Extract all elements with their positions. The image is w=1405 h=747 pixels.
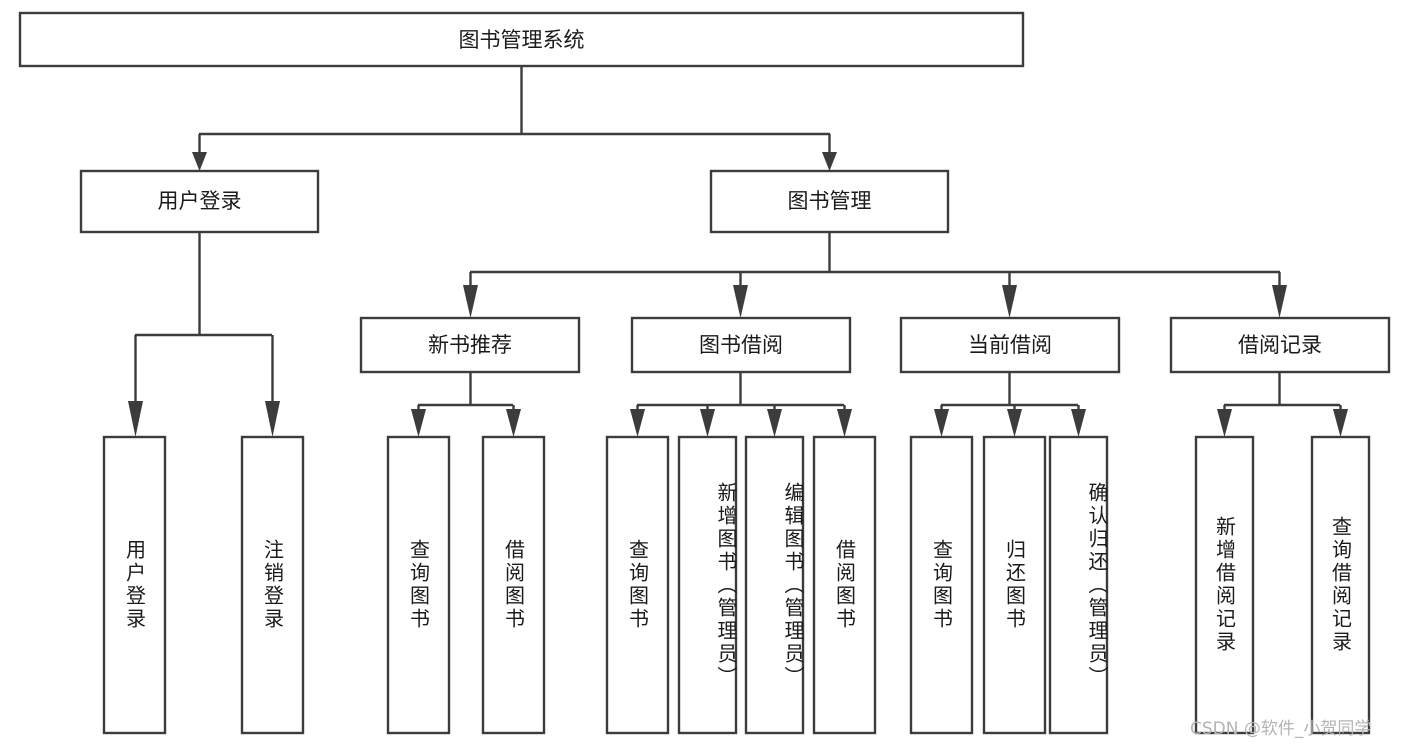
- node-new-book-recommend-label: 新书推荐: [428, 333, 512, 357]
- arrow-to-leaf-borrow-book: [837, 409, 852, 437]
- leaf-query-book-rec-box[interactable]: [386, 435, 451, 735]
- arrow-to-leaf-return-book: [1007, 409, 1022, 437]
- arrow-to-leaf-query-borrow-record: [1333, 409, 1348, 437]
- node-root-label: 图书管理系统: [459, 28, 585, 52]
- node-borrow-record-label: 借阅记录: [1238, 333, 1322, 357]
- leaf-query-borrow-record-box[interactable]: [1310, 435, 1371, 735]
- node-current-borrow[interactable]: 当前借阅: [899, 316, 1121, 374]
- node-user-login[interactable]: 用户登录: [79, 169, 320, 234]
- connector-layer: [128, 66, 1348, 437]
- node-borrow-record[interactable]: 借阅记录: [1169, 316, 1391, 374]
- node-book-borrow-label: 图书借阅: [699, 333, 783, 357]
- arrow-to-leaf-add-borrow-record: [1217, 409, 1232, 437]
- arrow-to-book-borrow: [733, 285, 748, 318]
- arrow-to-book-management: [822, 152, 837, 171]
- leaf-add-book-admin-box[interactable]: [677, 435, 738, 735]
- arrow-to-leaf-borrow-book-rec: [506, 409, 521, 437]
- arrow-to-leaf-query-book-borrow: [630, 409, 645, 437]
- leaf-return-book-box[interactable]: [982, 435, 1047, 735]
- node-book-management-label: 图书管理: [788, 189, 872, 213]
- arrow-to-user-login: [192, 152, 207, 171]
- leaf-edit-book-admin-box[interactable]: [744, 435, 805, 735]
- leaf-query-book-borrow-box[interactable]: [605, 435, 670, 735]
- node-book-management-box[interactable]: [709, 169, 950, 234]
- node-user-login-label: 用户登录: [158, 189, 242, 213]
- node-root[interactable]: 图书管理系统: [18, 11, 1025, 68]
- node-borrow-record-box[interactable]: [1169, 316, 1391, 374]
- node-book-borrow[interactable]: 图书借阅: [630, 316, 852, 374]
- leaf-query-book-current-box[interactable]: [909, 435, 974, 735]
- arrow-to-leaf-query-book-current: [934, 409, 949, 437]
- arrow-to-current-borrow: [1002, 285, 1017, 318]
- arrow-to-leaf-user-login: [128, 401, 143, 437]
- leaf-add-borrow-record-box[interactable]: [1194, 435, 1255, 735]
- node-current-borrow-label: 当前借阅: [968, 333, 1052, 357]
- leaf-confirm-return-admin-box[interactable]: [1048, 435, 1109, 735]
- arrow-to-leaf-add-book-admin: [700, 409, 715, 437]
- leaf-box-layer: [102, 435, 1371, 735]
- arrow-to-leaf-confirm-return-admin: [1071, 409, 1086, 437]
- leaf-borrow-book-box[interactable]: [812, 435, 877, 735]
- leaf-borrow-book-rec-box[interactable]: [481, 435, 546, 735]
- leaf-user-login-box[interactable]: [102, 435, 167, 735]
- node-current-borrow-box[interactable]: [899, 316, 1121, 374]
- arrow-to-leaf-query-book-rec: [411, 409, 426, 437]
- node-book-borrow-box[interactable]: [630, 316, 852, 374]
- arrow-to-new-book-recommend: [463, 285, 478, 318]
- node-root-box[interactable]: [18, 11, 1025, 68]
- arrow-to-borrow-record: [1272, 285, 1287, 318]
- node-new-book-recommend[interactable]: 新书推荐: [359, 316, 581, 374]
- node-new-book-recommend-box[interactable]: [359, 316, 581, 374]
- arrow-to-leaf-edit-book-admin: [767, 409, 782, 437]
- node-book-management[interactable]: 图书管理: [709, 169, 950, 234]
- arrow-to-leaf-logout: [265, 401, 280, 437]
- leaf-logout-box[interactable]: [240, 435, 305, 735]
- node-user-login-box[interactable]: [79, 169, 320, 234]
